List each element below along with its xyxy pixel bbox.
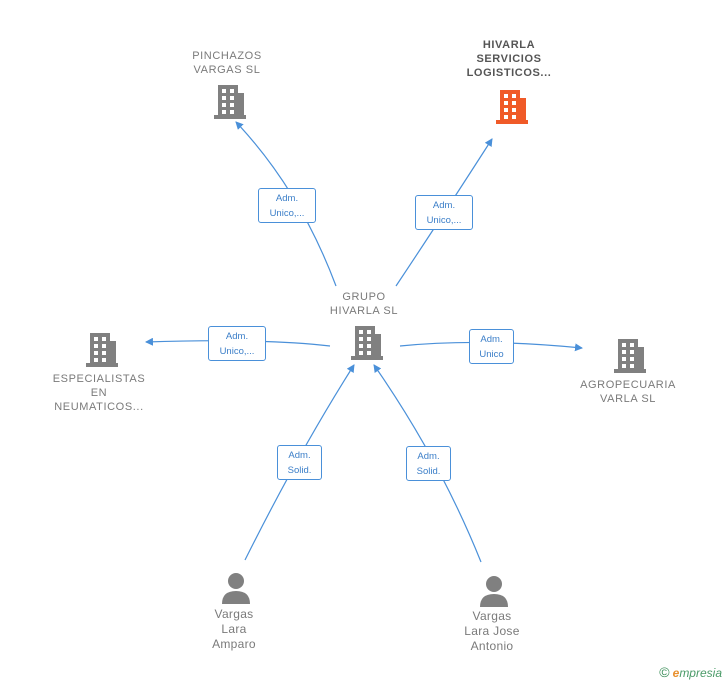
vargas-antonio-node-label[interactable]: Vargas Lara Jose Antonio bbox=[464, 609, 520, 653]
vargas-amparo-person-icon[interactable] bbox=[221, 572, 251, 609]
pinchazos-node-label[interactable]: PINCHAZOS VARGAS SL bbox=[192, 50, 262, 76]
edge-label-to-hivarla-servicios[interactable]: Adm. Unico,... bbox=[415, 195, 473, 230]
edge-label-to-pinchazos[interactable]: Adm. Unico,... bbox=[258, 188, 316, 223]
center-building-icon[interactable] bbox=[351, 326, 383, 365]
hivarla-servicios-node-label[interactable]: HIVARLA SERVICIOS LOGISTICOS... bbox=[466, 39, 552, 79]
empresia-footer[interactable]: ©empresia bbox=[659, 664, 722, 680]
edge-label-to-especialistas[interactable]: Adm. Unico,... bbox=[208, 326, 266, 361]
edge-label-from-amparo[interactable]: Adm. Solid. bbox=[277, 445, 322, 480]
empresia-logo-initial: e bbox=[672, 666, 680, 680]
empresia-logo-text: mpresia bbox=[679, 666, 722, 680]
vargas-antonio-person-icon[interactable] bbox=[479, 575, 509, 612]
especialistas-building-icon[interactable] bbox=[86, 333, 118, 372]
vargas-amparo-node-label[interactable]: Vargas Lara Amparo bbox=[212, 607, 256, 651]
hivarla-servicios-building-icon[interactable] bbox=[496, 90, 528, 129]
pinchazos-building-icon[interactable] bbox=[214, 85, 246, 124]
copyright-icon: © bbox=[659, 664, 670, 680]
edge-label-to-agropecuaria[interactable]: Adm. Unico bbox=[469, 329, 514, 364]
agropecuaria-building-icon[interactable] bbox=[614, 339, 646, 378]
edge-label-from-antonio[interactable]: Adm. Solid. bbox=[406, 446, 451, 481]
especialistas-node-label[interactable]: ESPECIALISTAS EN NEUMATICOS... bbox=[52, 373, 146, 413]
agropecuaria-node-label[interactable]: AGROPECUARIA VARLA SL bbox=[580, 379, 676, 405]
center-node-label[interactable]: GRUPO HIVARLA SL bbox=[329, 291, 399, 317]
